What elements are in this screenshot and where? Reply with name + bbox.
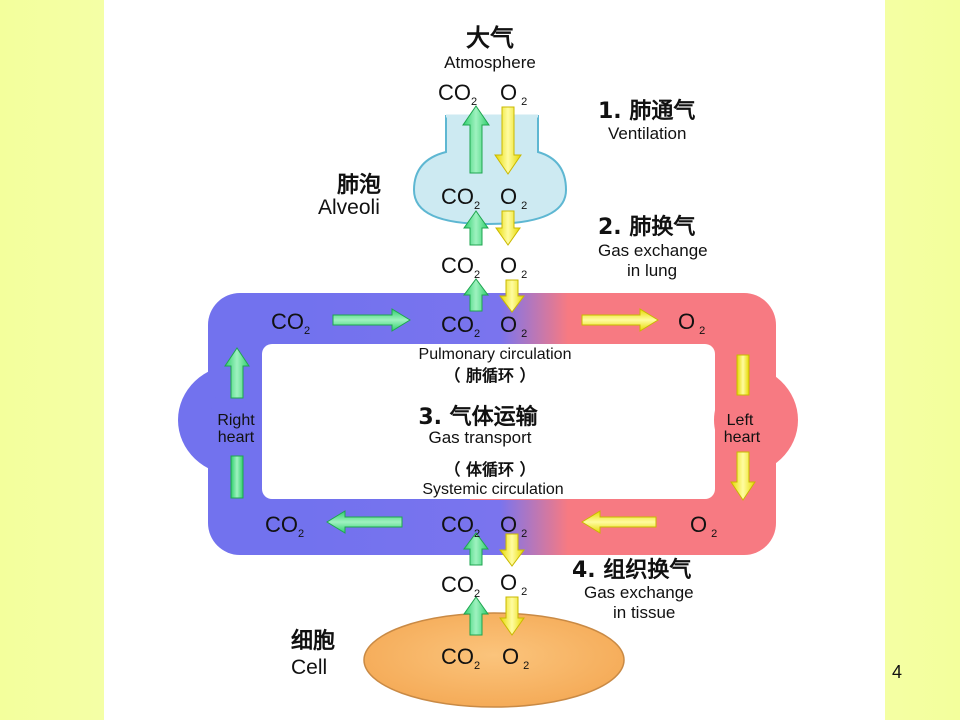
systemic-cn-label: （ 体循环 ） (444, 460, 535, 479)
co2-label: CO2 (441, 253, 480, 281)
step-3-cn: 3. 气体运输 (418, 404, 538, 430)
co2-up-arrow (463, 532, 489, 566)
co2-right-arrow (332, 308, 411, 332)
co2-up-arrow (463, 210, 489, 246)
o2-right-arrow (581, 308, 659, 332)
co2-label: CO2 (271, 309, 310, 337)
right-heart-label-1: Right (217, 412, 255, 429)
o2-down-arrow (494, 106, 522, 175)
atmosphere-en-label: Atmosphere (444, 53, 536, 72)
step-4-en-1: Gas exchange (584, 583, 694, 602)
co2-left-arrow (326, 510, 403, 534)
alveoli-en-label: Alveoli (318, 196, 380, 219)
o2-left-arrow (581, 510, 657, 534)
co2-label: CO2 (438, 80, 477, 108)
o2-down-arrow (736, 354, 750, 396)
co2-label: CO2 (265, 512, 304, 540)
atmosphere-cn-label: 大气 (466, 24, 514, 52)
step-1-en: Ventilation (608, 124, 686, 143)
co2-label: CO2 (441, 644, 480, 672)
pulmonary-en-label: Pulmonary circulation (419, 346, 572, 363)
step-3-en: Gas transport (429, 428, 532, 447)
o2-down-arrow (730, 451, 756, 501)
o2-down-arrow (499, 533, 525, 567)
left-heart-label-1: Left (727, 412, 754, 429)
cell-body (363, 612, 625, 708)
o2-down-arrow (499, 279, 525, 313)
alveoli-cn-label: 肺泡 (337, 172, 381, 198)
step-1-cn: 1. 肺通气 (598, 98, 695, 124)
cell-cn-label: 细胞 (291, 628, 335, 654)
co2-up-arrow (463, 278, 489, 312)
systemic-en-label: Systemic circulation (422, 481, 563, 498)
step-2-en-2: in lung (627, 261, 677, 280)
step-4-cn: 4. 组织换气 (572, 557, 691, 583)
co2-label: CO2 (441, 184, 480, 212)
vertical-arrows (224, 105, 756, 636)
step-2-cn: 2. 肺换气 (598, 214, 695, 240)
co2-up-arrow (463, 596, 489, 636)
alveoli-flask (412, 114, 568, 226)
step-4-en-2: in tissue (613, 603, 675, 622)
pulmonary-cn-label: （ 肺循环 ） (444, 366, 535, 385)
co2-up-arrow (224, 347, 250, 399)
co2-up-arrow (230, 455, 244, 499)
co2-up-arrow (462, 105, 490, 174)
left-heart-label-2: heart (724, 429, 761, 446)
o2-down-arrow (499, 596, 525, 636)
page-number: 4 (892, 662, 903, 682)
text-labels: 大气 Atmosphere 1. 肺通气 Ventilation 肺泡 Alve… (217, 24, 760, 679)
o2-down-arrow (495, 210, 521, 246)
horizontal-arrows (326, 308, 659, 534)
right-heart-label-2: heart (218, 429, 255, 446)
step-2-en-1: Gas exchange (598, 241, 708, 260)
co2-label: CO2 (441, 312, 480, 340)
cell-en-label: Cell (291, 656, 327, 679)
co2-label: CO2 (441, 512, 480, 540)
co2-label: CO2 (441, 572, 480, 600)
